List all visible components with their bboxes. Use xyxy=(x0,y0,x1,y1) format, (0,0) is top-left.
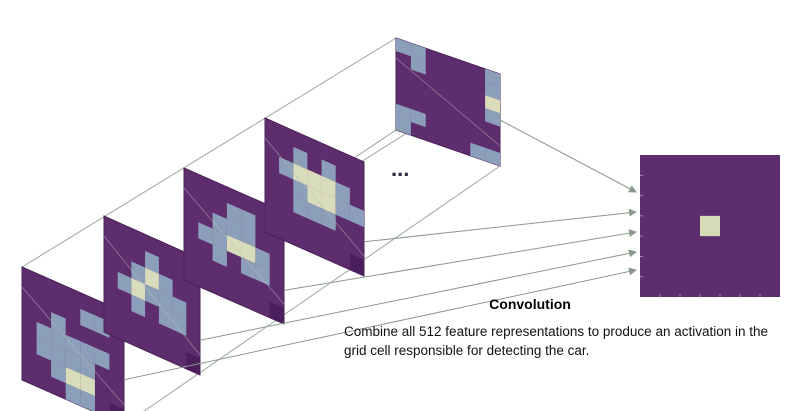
feature-map-4-cell xyxy=(335,198,350,221)
caption-body: Combine all 512 feature representations … xyxy=(344,324,769,358)
feature-map-3-cell xyxy=(241,225,256,248)
feature-map-3-cell xyxy=(212,212,227,235)
feature-map-5 xyxy=(395,37,501,167)
frame-line xyxy=(21,37,397,268)
feature-map-4-cell xyxy=(321,192,336,215)
convolution-arrow xyxy=(199,249,637,341)
feature-map-3-cell xyxy=(212,228,227,251)
feature-map-4-cell xyxy=(293,146,308,170)
feature-map-5-cell xyxy=(485,82,500,101)
grid-cell-highlight xyxy=(186,352,200,375)
feature-map-2-cell xyxy=(131,294,146,318)
feature-map-4-cell xyxy=(307,169,322,192)
feature-map-2-cell xyxy=(172,313,187,336)
feature-map-4-cell xyxy=(335,182,350,205)
output-activation-map xyxy=(640,155,780,297)
feature-map-2-cell xyxy=(158,290,173,313)
feature-map-5-cell xyxy=(410,108,426,128)
convolution-arrows xyxy=(123,119,637,381)
feature-map-3-cell xyxy=(241,241,256,264)
feature-map-4 xyxy=(264,117,365,277)
feature-map-1-cell xyxy=(51,344,66,367)
feature-map-3-cell xyxy=(212,244,227,267)
feature-map-5-depth-line xyxy=(395,57,501,147)
feature-map-3 xyxy=(183,167,285,325)
feature-map-4-cell xyxy=(321,208,336,231)
feature-map-3-cell xyxy=(255,247,270,270)
feature-map-5-cell xyxy=(485,147,500,166)
convolution-arrow xyxy=(363,208,637,243)
feature-map-1-cell xyxy=(51,328,66,351)
feature-map-5-cell xyxy=(410,43,426,62)
feature-map-5-cell xyxy=(485,108,500,127)
convolution-arrow xyxy=(123,267,637,381)
feature-map-5-cell xyxy=(396,103,411,122)
feature-map-2-cell xyxy=(131,278,146,301)
feature-map-2-cell xyxy=(145,267,159,291)
feature-map-4-cell xyxy=(307,202,322,225)
feature-map-5-cell xyxy=(485,95,500,114)
feature-map-1-cell xyxy=(51,360,66,384)
feature-map-1-cell xyxy=(36,338,52,361)
feature-map-4-cell xyxy=(279,156,294,180)
feature-map-2-cell xyxy=(158,273,173,297)
feature-map-3-cell xyxy=(226,218,242,242)
feature-map-1-cell xyxy=(65,383,81,406)
grid-cell-highlight xyxy=(269,301,284,324)
feature-map-2-cell xyxy=(131,261,146,285)
feature-map-2-depth-line xyxy=(103,235,201,356)
feature-map-1-cell xyxy=(51,312,66,335)
feature-map-5-cell xyxy=(485,68,500,88)
feature-map-2-cell xyxy=(158,306,173,330)
feature-map-5-cell xyxy=(470,142,486,161)
feature-map-3-cell xyxy=(241,257,256,280)
feature-map-1-cell xyxy=(80,341,95,364)
feature-map-2-cell xyxy=(117,271,132,295)
feature-map-2 xyxy=(103,215,201,376)
feature-map-1-cell xyxy=(94,347,110,371)
feature-map-3-cell xyxy=(255,263,270,286)
feature-map-4-cell xyxy=(293,163,308,186)
caption-title: Convolution xyxy=(489,296,571,312)
feature-map-1-cell xyxy=(36,321,52,345)
feature-map-1-cell xyxy=(80,357,95,380)
feature-map-stack xyxy=(21,37,501,411)
feature-map-5-cell xyxy=(410,56,426,75)
feature-map-1-cell xyxy=(80,308,95,332)
convolution-arrow xyxy=(283,229,637,291)
feature-map-4-cell xyxy=(293,179,308,202)
feature-map-3-cell xyxy=(198,222,213,245)
feature-map-3-cell xyxy=(226,202,242,226)
feature-map-4-cell xyxy=(321,175,336,199)
feature-map-5-cell xyxy=(396,38,411,57)
feature-map-1-cell xyxy=(80,373,95,396)
feature-map-2-cell xyxy=(172,296,187,320)
feature-map-1-cell xyxy=(65,350,81,374)
feature-map-1-cell xyxy=(80,389,95,411)
feature-map-4-cell xyxy=(293,195,308,219)
feature-map-4-cell xyxy=(349,204,364,228)
grid-cell-highlight xyxy=(109,402,124,411)
feature-map-4-depth-line xyxy=(264,137,365,257)
output-activation-cell xyxy=(700,215,720,237)
more-feature-maps-ellipsis: ... xyxy=(391,156,409,181)
feature-map-5-cell xyxy=(396,116,411,136)
feature-map-3-cell xyxy=(241,209,256,232)
feature-map-3-depth-line xyxy=(183,187,285,305)
frame-line xyxy=(143,165,501,411)
feature-map-1-depth-line xyxy=(21,286,125,406)
grid-cell-highlight xyxy=(349,253,364,276)
feature-map-2-cell xyxy=(145,251,159,274)
feature-map-4-cell xyxy=(321,159,336,182)
feature-map-1-cell xyxy=(65,367,81,390)
convolution-arrow xyxy=(499,119,637,193)
